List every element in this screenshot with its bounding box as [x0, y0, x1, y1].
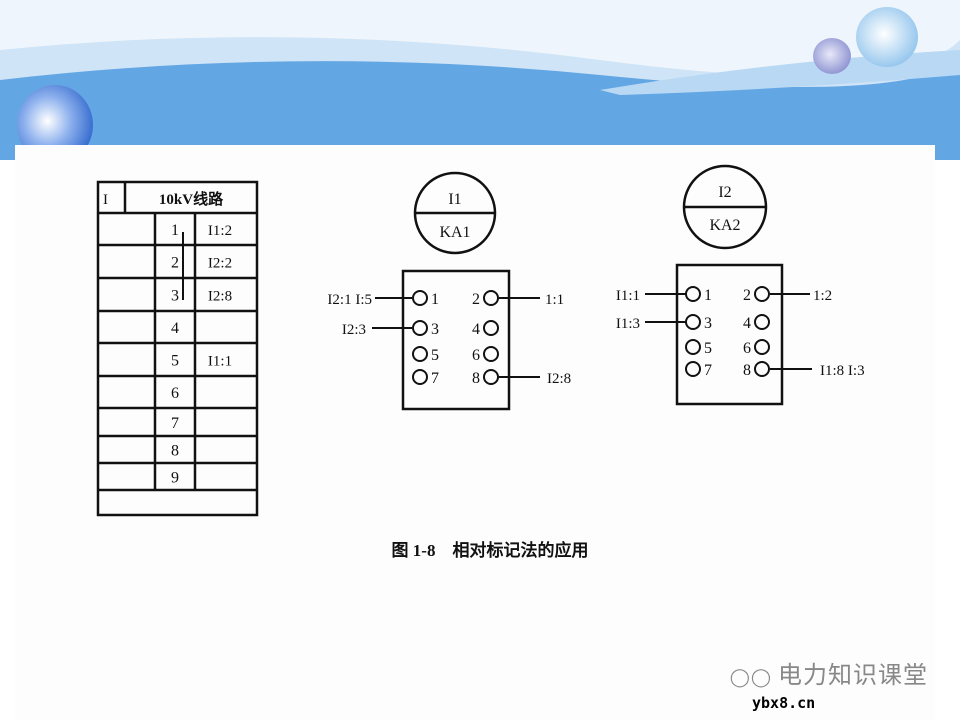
terminal-number: 5 [171, 353, 179, 370]
terminal-number: 9 [171, 470, 179, 487]
ka2-wire-label-3: I1:3 [616, 316, 640, 332]
terminal-number: 1 [431, 291, 439, 308]
terminal-circle [412, 346, 428, 362]
relay-ka2 [645, 164, 812, 406]
terminal-mark: I1:2 [208, 223, 232, 239]
terminal-mark: I2:8 [208, 289, 232, 305]
terminal-circle [685, 339, 701, 355]
ka1-top-label: I1 [448, 191, 461, 208]
scanned-figure-area [15, 145, 935, 720]
terminal-number: 2 [743, 287, 751, 304]
ka1-wire-label-3: I2:3 [342, 322, 366, 338]
ka2-wire-label-2: 1:2 [813, 288, 832, 304]
ka2-wire-label-1: I1:1 [616, 288, 640, 304]
terminal-number: 2 [472, 291, 480, 308]
terminal-number: 5 [704, 340, 712, 357]
figure-caption: 图 1-8 相对标记法的应用 [392, 540, 589, 560]
terminal-number: 7 [431, 370, 439, 387]
terminal-circle [754, 339, 770, 355]
terminal-circle [412, 320, 428, 336]
terminal-number: 6 [743, 340, 751, 357]
terminal-mark: I1:1 [208, 354, 232, 370]
relay-ka1 [372, 171, 540, 411]
terminal-number: 4 [743, 315, 751, 332]
terminal-circle [754, 314, 770, 330]
terminal-circle [412, 369, 428, 385]
terminal-block-table [96, 180, 259, 517]
ka1-bottom-label: KA1 [439, 224, 470, 241]
ka1-wire-label-1: I2:1 I:5 [327, 292, 372, 308]
terminal-number: 8 [171, 443, 179, 460]
table-header-left: I [103, 192, 108, 208]
terminal-number: 4 [171, 320, 179, 337]
terminal-circle [483, 369, 499, 385]
terminal-number: 1 [171, 222, 179, 239]
watermark-url: ybx8.cn [752, 694, 816, 712]
terminal-number: 3 [431, 321, 439, 338]
terminal-circle [685, 361, 701, 377]
terminal-number: 4 [472, 321, 480, 338]
terminal-circle [685, 286, 701, 302]
ka2-top-label: I2 [718, 184, 731, 201]
terminal-number: 6 [171, 385, 179, 402]
terminal-number: 6 [472, 347, 480, 364]
table-header-title: 10kV线路 [159, 190, 224, 208]
terminal-number: 3 [171, 288, 179, 305]
terminal-circle [754, 286, 770, 302]
terminal-circle [412, 290, 428, 306]
terminal-circle [483, 320, 499, 336]
ka1-wire-label-8: I2:8 [547, 371, 571, 387]
ka1-wire-label-2: 1:1 [545, 292, 564, 308]
terminal-circle [754, 361, 770, 377]
terminal-number: 3 [704, 315, 712, 332]
ka2-bottom-label: KA2 [709, 217, 740, 234]
wechat-icon: ◯◯ [729, 667, 772, 688]
ka2-wire-label-8: I1:8 I:3 [820, 363, 865, 379]
watermark-text: ◯◯电力知识课堂 [729, 661, 928, 689]
terminal-number: 8 [472, 370, 480, 387]
terminal-circle [685, 314, 701, 330]
terminal-mark: I2:2 [208, 256, 232, 272]
terminal-number: 7 [171, 415, 179, 432]
terminal-number: 1 [704, 287, 712, 304]
terminal-number: 2 [171, 255, 179, 272]
terminal-circle [483, 346, 499, 362]
terminal-circle [483, 290, 499, 306]
terminal-number: 7 [704, 362, 712, 379]
terminal-number: 8 [743, 362, 751, 379]
terminal-number: 5 [431, 347, 439, 364]
